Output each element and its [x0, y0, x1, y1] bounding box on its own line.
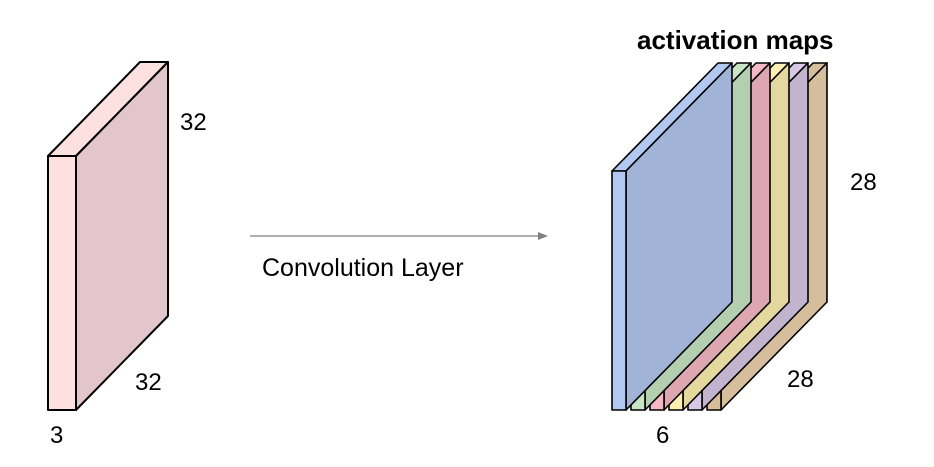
activation-map-slice-1 — [611, 62, 733, 411]
arrow-head — [538, 232, 548, 240]
convolution-arrow — [250, 232, 548, 240]
input-volume — [47, 61, 169, 411]
output-height-label: 28 — [850, 169, 877, 196]
input-depth-label: 3 — [50, 422, 63, 449]
output-width-label: 28 — [787, 366, 814, 393]
output-volume — [611, 62, 828, 411]
convolution-layer-label: Convolution Layer — [262, 254, 464, 282]
input-volume-front — [47, 155, 77, 411]
output-depth-label: 6 — [656, 422, 669, 449]
input-height-label: 32 — [180, 109, 207, 136]
slice-front-1 — [611, 170, 627, 411]
input-width-label: 32 — [135, 369, 162, 396]
activation-maps-title: activation maps — [637, 25, 834, 55]
